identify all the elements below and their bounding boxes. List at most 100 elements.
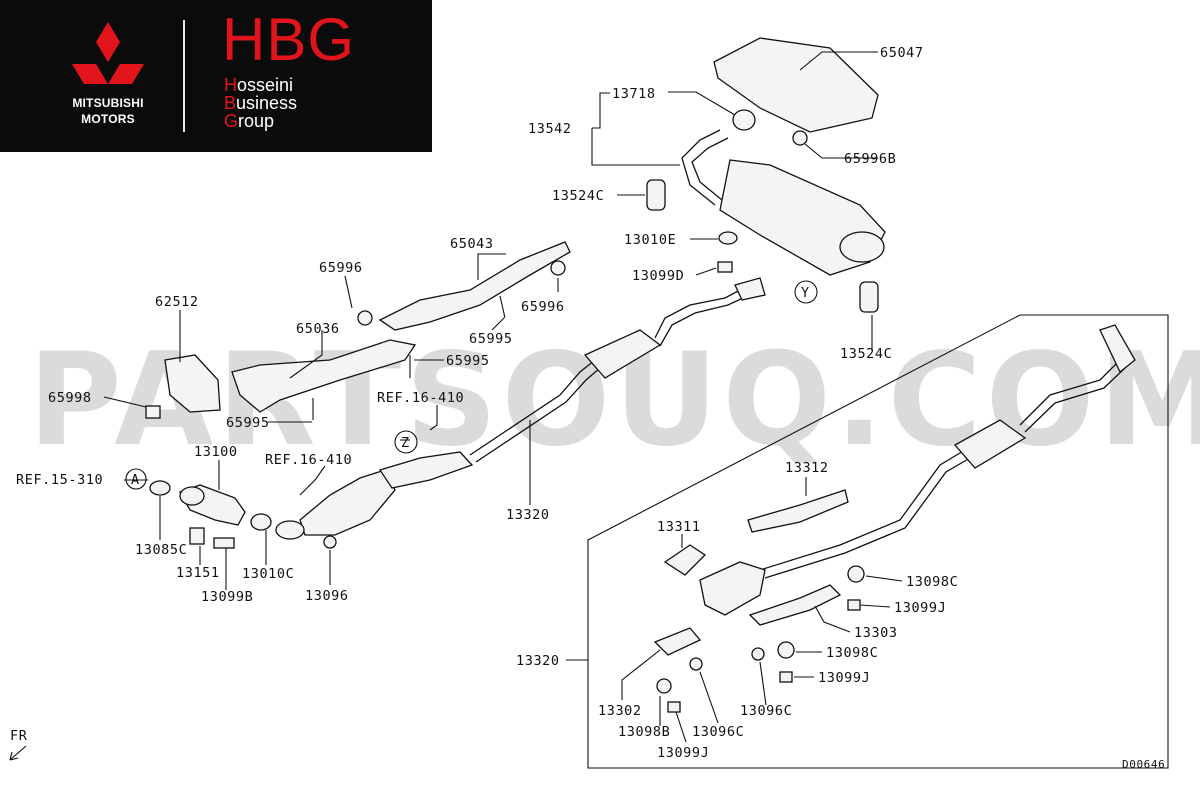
label-65996-left: 65996 — [319, 260, 363, 276]
stud-13151 — [189, 527, 205, 545]
clamp-13098c-top — [847, 565, 865, 583]
label-65043: 65043 — [450, 236, 494, 252]
muffler-assembly — [681, 129, 886, 276]
mitsubishi-diamond-logo-icon — [72, 22, 144, 84]
inset-frame — [587, 314, 1169, 769]
label-13320-inset: 13320 — [516, 653, 560, 669]
label-13303: 13303 — [854, 625, 898, 641]
hanger-13524c-bottom — [859, 281, 879, 313]
label-13320-main: 13320 — [506, 507, 550, 523]
bolt-13099j-top — [847, 599, 861, 611]
front-arrow-icon — [9, 745, 27, 761]
brand-logo-banner: MITSUBISHI MOTORS HBG Hosseini Business … — [0, 0, 432, 152]
label-13099j-bottom: 13099J — [657, 745, 709, 761]
inset-heat-protector-13303 — [748, 584, 842, 626]
label-65998: 65998 — [48, 390, 92, 406]
main-exhaust-pipe — [469, 277, 766, 463]
heat-protector-65047 — [713, 37, 879, 133]
company-name-line-3: Group — [224, 111, 275, 131]
front-direction-indicator: FR — [9, 728, 28, 761]
svg-text:A: A — [131, 472, 140, 488]
exhaust-manifold — [179, 484, 246, 526]
gasket-13010c — [250, 513, 272, 531]
clip-65996-left — [357, 310, 373, 326]
leader-lines — [103, 51, 903, 743]
inset-heat-protector-13312 — [747, 489, 849, 533]
brand-line-2: MOTORS — [81, 112, 135, 126]
heat-protector-65036 — [231, 339, 417, 413]
label-ref-16-410-upper: REF.16-410 — [377, 390, 464, 406]
label-65047: 65047 — [880, 45, 924, 61]
label-65995-mid: 65995 — [446, 353, 490, 369]
label-13718: 13718 — [612, 86, 656, 102]
inset-heat-protector-13311 — [663, 544, 707, 576]
company-abbreviation: HBG — [222, 6, 356, 73]
label-13524c-bottom: 13524C — [840, 346, 892, 362]
label-13302: 13302 — [598, 703, 642, 719]
heat-protector-65043 — [378, 241, 571, 331]
nut-13096c-left — [689, 657, 703, 671]
label-13151: 13151 — [176, 565, 220, 581]
inset-exhaust-pipe — [759, 324, 1136, 579]
svg-text:Z: Z — [401, 435, 410, 451]
label-13098b: 13098B — [618, 724, 670, 740]
label-13098c-top: 13098C — [906, 574, 958, 590]
marker-z: Z — [394, 430, 418, 454]
gasket-13085c — [149, 480, 171, 496]
company-name-line-2: Business — [224, 93, 298, 113]
bolt-65998 — [145, 405, 161, 419]
bolt-13099j-mid — [779, 671, 793, 683]
label-13010e: 13010E — [624, 232, 676, 248]
bolt-13099j-bottom — [667, 701, 681, 713]
bolt-13099d — [717, 261, 733, 273]
clamp-13098b — [656, 678, 672, 694]
bolt-13099b — [213, 537, 235, 549]
label-65996-right: 65996 — [521, 299, 565, 315]
front-label: FR — [10, 728, 28, 744]
label-13096c-right: 13096C — [740, 703, 792, 719]
label-13098c-mid: 13098C — [826, 645, 878, 661]
marker-a: A — [125, 468, 147, 490]
svg-text:Y: Y — [801, 285, 810, 301]
clamp-13098c-mid — [777, 641, 795, 659]
marker-y: Y — [794, 280, 818, 304]
label-13099j-mid: 13099J — [818, 670, 870, 686]
label-65036: 65036 — [296, 321, 340, 337]
hanger-13524c-top — [646, 179, 666, 211]
label-13096: 13096 — [305, 588, 349, 604]
label-13099b: 13099B — [201, 589, 253, 605]
catalytic-converter — [275, 451, 474, 540]
label-13542: 13542 — [528, 121, 572, 137]
company-name-line-1: Hosseini — [224, 75, 294, 95]
clip-65996-right — [550, 260, 566, 276]
label-13312: 13312 — [785, 460, 829, 476]
logo-divider — [183, 20, 185, 132]
part-labels: 65047 13718 13542 65996B 13524C 13010E 1… — [16, 45, 958, 761]
diagram-code: D00646 — [1122, 758, 1165, 771]
label-13096c-left: 13096C — [692, 724, 744, 740]
nut-13096c-right — [751, 647, 765, 661]
inset-catalytic-converter — [699, 561, 766, 616]
label-13099d: 13099D — [632, 268, 684, 284]
label-62512: 62512 — [155, 294, 199, 310]
label-ref-16-410-lower: REF.16-410 — [265, 452, 352, 468]
label-13100: 13100 — [194, 444, 238, 460]
inset-heat-protector-13302 — [653, 627, 702, 656]
label-13099j-top: 13099J — [894, 600, 946, 616]
clip-65996b — [792, 130, 808, 146]
label-65996b: 65996B — [844, 151, 896, 167]
nut-13096 — [323, 535, 337, 549]
label-13010c: 13010C — [242, 566, 294, 582]
label-13524c-top: 13524C — [552, 188, 604, 204]
label-65995-top: 65995 — [469, 331, 513, 347]
clip-65995-top — [499, 295, 506, 319]
label-13311: 13311 — [657, 519, 701, 535]
label-13085c: 13085C — [135, 542, 187, 558]
label-ref-15-310: REF.15-310 — [16, 472, 103, 488]
hanger-13718 — [732, 109, 756, 131]
heat-protector-62512 — [164, 354, 221, 413]
label-65995-low: 65995 — [226, 415, 270, 431]
gasket-13010e — [718, 231, 738, 245]
brand-line-1: MITSUBISHI — [72, 96, 144, 110]
